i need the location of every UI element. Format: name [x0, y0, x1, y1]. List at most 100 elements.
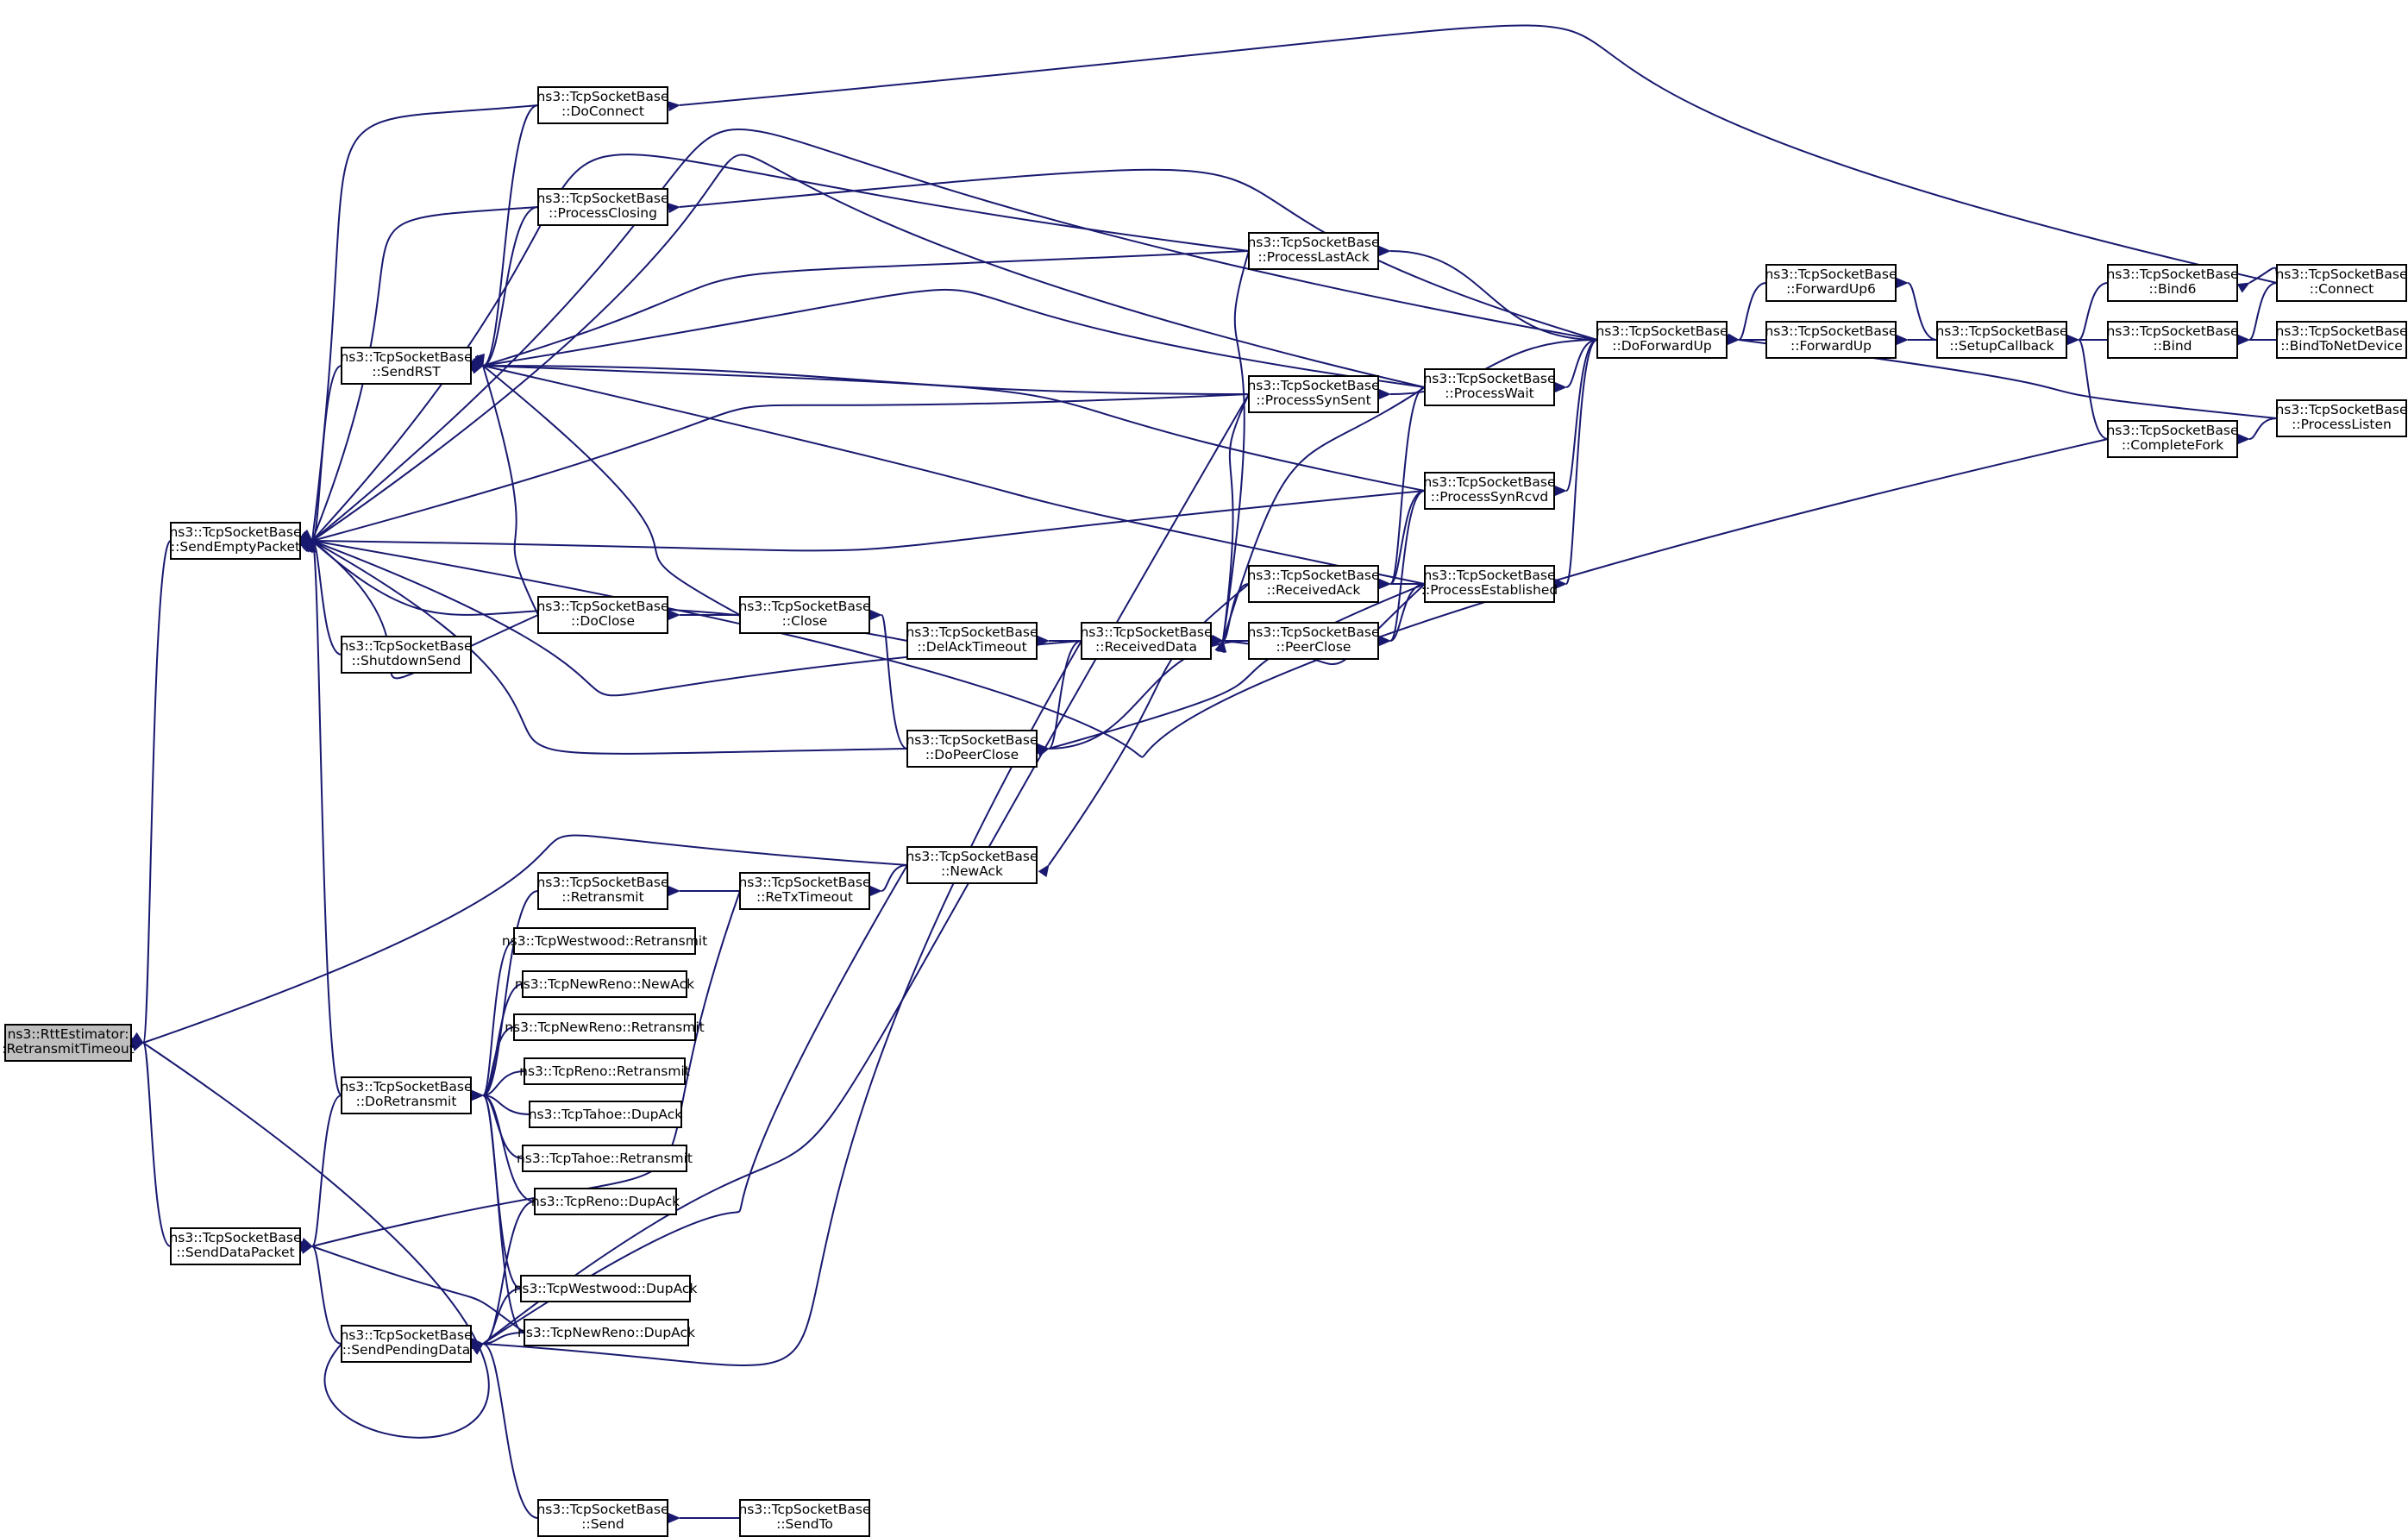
node-westwood-retransmit[interactable]: ns3::TcpWestwood::Retransmit	[502, 927, 707, 955]
node-new-ack[interactable]: ns3::TcpSocketBase::NewAck	[906, 846, 1038, 884]
node-do-peer-close[interactable]: ns3::TcpSocketBase::DoPeerClose	[906, 730, 1038, 768]
node-box	[537, 596, 668, 634]
node-retransmit[interactable]: ns3::TcpSocketBase::Retransmit	[536, 872, 669, 910]
edge-bind6-to-setup-callback	[2066, 282, 2109, 346]
node-process-syn-sent[interactable]: ns3::TcpSocketBase::ProcessSynSent	[1247, 375, 1380, 413]
node-reno-dupack[interactable]: ns3::TcpReno::DupAck	[531, 1188, 680, 1215]
edge-tahoe-dupack-to-do-retransmit	[471, 1089, 530, 1115]
node-label: ns3::TcpSocketBase	[1596, 323, 1728, 339]
node-retx-timeout[interactable]: ns3::TcpSocketBase::ReTxTimeout	[738, 872, 871, 910]
node-do-connect[interactable]: ns3::TcpSocketBase::DoConnect	[536, 86, 669, 124]
node-label: ns3::TcpSocketBase	[1765, 267, 1897, 282]
node-send[interactable]: ns3::TcpSocketBase::Send	[536, 1499, 669, 1537]
node-label: ::CompleteFork	[2122, 437, 2223, 453]
edge-process-last-ack-to-send-rst	[470, 250, 1250, 374]
node-peer-close[interactable]: ns3::TcpSocketBase::PeerClose	[1247, 622, 1380, 660]
node-send-empty-packet[interactable]: ns3::TcpSocketBase::SendEmptyPacket	[169, 522, 302, 560]
node-label: ::DoClose	[571, 613, 635, 629]
node-box	[524, 1319, 689, 1346]
node-do-retransmit[interactable]: ns3::TcpSocketBase::DoRetransmit	[340, 1076, 473, 1114]
node-label: ns3::TcpWestwood::DupAck	[514, 1281, 698, 1296]
node-label: ::SetupCallback	[1949, 338, 2054, 354]
edge-process-listen-to-complete-fork	[2237, 417, 2278, 445]
node-close[interactable]: ns3::TcpSocketBase::Close	[738, 596, 871, 634]
node-box	[341, 1076, 472, 1114]
node-bind6[interactable]: ns3::TcpSocketBase::Bind6	[2106, 264, 2239, 302]
node-label: ns3::TcpWestwood::Retransmit	[502, 933, 707, 949]
node-newreno-dupack[interactable]: ns3::TcpNewReno::DupAck	[517, 1319, 695, 1346]
node-label: ns3::TcpSocketBase	[340, 1079, 472, 1095]
edge-process-closing-to-send-rst	[471, 206, 539, 372]
edge-layer	[130, 24, 2278, 1523]
edge-new-ack-to-root	[130, 834, 908, 1051]
node-send-rst[interactable]: ns3::TcpSocketBase::SendRST	[340, 347, 473, 385]
node-send-to[interactable]: ns3::TcpSocketBase::SendTo	[738, 1499, 871, 1537]
node-box	[170, 522, 301, 560]
node-forward-up[interactable]: ns3::TcpSocketBase::ForwardUp	[1765, 321, 1897, 359]
node-tahoe-retransmit[interactable]: ns3::TcpTahoe::Retransmit	[517, 1145, 693, 1172]
node-process-established[interactable]: ns3::TcpSocketBase::ProcessEstablished	[1421, 565, 1558, 603]
edge-complete-fork-to-send-empty-packet	[300, 438, 2109, 758]
node-label: ::ProcessLastAck	[1257, 249, 1369, 265]
node-label: ns3::TcpSocketBase	[1247, 568, 1379, 583]
node-newreno-retransmit[interactable]: ns3::TcpNewReno::Retransmit	[505, 1013, 705, 1041]
node-label: ::DoRetransmit	[356, 1094, 457, 1109]
node-process-listen[interactable]: ns3::TcpSocketBase::ProcessListen	[2275, 399, 2408, 437]
edge-received-data-to-send-pending-data	[471, 640, 1082, 1366]
node-reno-retransmit[interactable]: ns3::TcpReno::Retransmit	[519, 1057, 690, 1085]
node-box	[170, 1227, 301, 1265]
node-box	[1596, 321, 1728, 359]
node-label: ns3::TcpSocketBase	[2106, 423, 2238, 438]
node-received-ack[interactable]: ns3::TcpSocketBase::ReceivedAck	[1247, 565, 1380, 603]
node-bind-to-net-device[interactable]: ns3::TcpSocketBase::BindToNetDevice	[2275, 321, 2408, 359]
node-send-data-packet[interactable]: ns3::TcpSocketBase::SendDataPacket	[169, 1227, 302, 1265]
node-forward-up6[interactable]: ns3::TcpSocketBase::ForwardUp6	[1765, 264, 1897, 302]
node-bind[interactable]: ns3::TcpSocketBase::Bind	[2106, 321, 2239, 359]
edge-close-to-send-rst	[471, 354, 741, 616]
node-label: ::SendRST	[372, 364, 441, 380]
edge-process-established-to-do-peer-close	[1036, 583, 1426, 757]
edge-process-wait-to-send-empty-packet	[299, 154, 1426, 552]
node-box	[513, 927, 696, 955]
node-process-wait[interactable]: ns3::TcpSocketBase::ProcessWait	[1423, 368, 1556, 406]
node-shutdown-send[interactable]: ns3::TcpSocketBase::ShutdownSend	[340, 636, 473, 674]
edge-do-retransmit-to-send-empty-packet	[300, 535, 342, 1096]
node-westwood-dupack[interactable]: ns3::TcpWestwood::DupAck	[514, 1275, 698, 1302]
node-box	[520, 1275, 691, 1302]
edge-peer-close-to-do-peer-close	[1037, 640, 1250, 755]
node-label: ns3::TcpSocketBase	[1247, 378, 1379, 393]
node-box	[341, 347, 472, 385]
node-box	[513, 1013, 696, 1041]
node-label: ::ProcessClosing	[549, 205, 657, 221]
edge-received-data-to-send-empty-packet	[299, 531, 1082, 697]
node-connect[interactable]: ns3::TcpSocketBase::Connect	[2275, 264, 2408, 302]
node-complete-fork[interactable]: ns3::TcpSocketBase::CompleteFork	[2106, 420, 2239, 458]
node-process-syn-rcvd[interactable]: ns3::TcpSocketBase::ProcessSynRcvd	[1423, 472, 1556, 510]
node-send-pending-data[interactable]: ns3::TcpSocketBase::SendPendingData	[340, 1325, 473, 1363]
node-label: ::Bind	[2153, 338, 2192, 354]
node-tahoe-dupack[interactable]: ns3::TcpTahoe::DupAck	[529, 1101, 683, 1128]
edge-send-to-send-pending-data	[471, 1338, 539, 1519]
node-box	[522, 1145, 687, 1172]
node-box	[906, 730, 1038, 768]
node-label: ns3::TcpSocketBase	[340, 349, 472, 365]
node-do-forward-up[interactable]: ns3::TcpSocketBase::DoForwardUp	[1596, 321, 1728, 359]
node-label: ns3::TcpSocketBase	[1423, 568, 1555, 583]
node-setup-callback[interactable]: ns3::TcpSocketBase::SetupCallback	[1935, 321, 2068, 359]
edge-reno-retransmit-to-do-retransmit	[471, 1070, 525, 1101]
node-label: ::ReceivedData	[1095, 639, 1197, 655]
node-newreno-newack[interactable]: ns3::TcpNewReno::NewAck	[515, 970, 694, 998]
node-label: ::PeerClose	[1276, 639, 1351, 655]
node-label: ::DoConnect	[561, 104, 644, 119]
node-do-close[interactable]: ns3::TcpSocketBase::DoClose	[536, 596, 669, 634]
node-process-last-ack[interactable]: ns3::TcpSocketBase::ProcessLastAck	[1247, 232, 1380, 270]
node-process-closing[interactable]: ns3::TcpSocketBase::ProcessClosing	[536, 188, 669, 226]
edge-process-wait-to-send-rst	[471, 288, 1426, 388]
node-del-ack-timeout[interactable]: ns3::TcpSocketBase::DelAckTimeout	[906, 622, 1038, 660]
node-box	[2276, 399, 2407, 437]
edge-do-connect-to-send-rst	[471, 104, 539, 372]
node-label: ns3::TcpSocketBase	[1247, 235, 1379, 250]
edge-process-syn-sent-to-send-pending-data	[471, 393, 1250, 1355]
node-received-data[interactable]: ns3::TcpSocketBase::ReceivedData	[1080, 622, 1213, 660]
node-root[interactable]: ns3::RttEstimator::RetransmitTimeout	[2, 1024, 135, 1062]
